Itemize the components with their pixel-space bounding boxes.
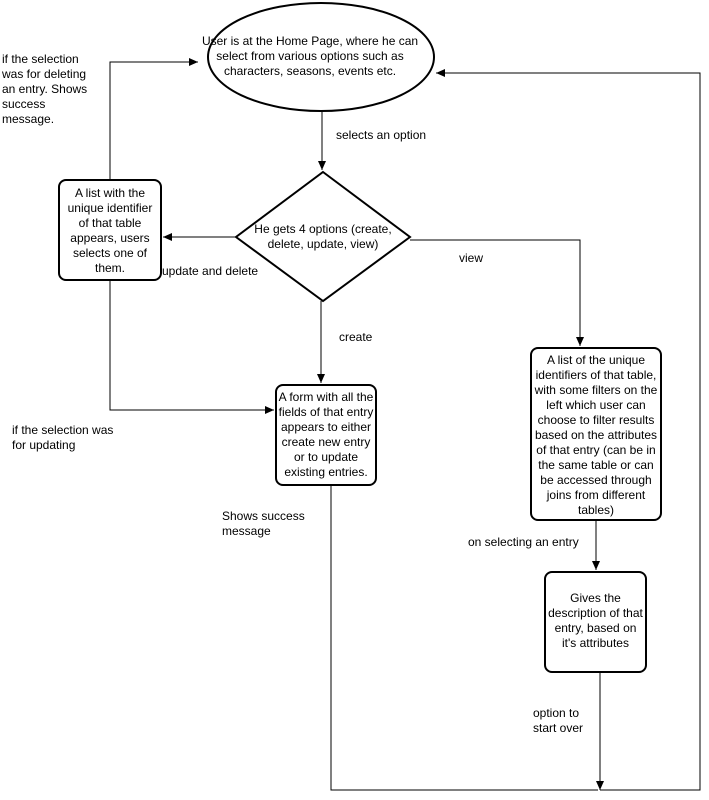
home-node-text: User is at the Home Page, where he can s… (201, 33, 419, 78)
label-update-delete: update and delete (162, 264, 259, 278)
label-start-over: option to start over (533, 706, 584, 735)
edge-options-to-view-list (410, 239, 584, 346)
edge-list-to-home (109, 58, 198, 180)
label-deleting-success: if the selection was for deleting an ent… (2, 52, 88, 126)
label-updating: if the selection was for updating (12, 423, 114, 452)
options-node-text: He gets 4 options (create, delete, updat… (254, 222, 392, 251)
home-ellipse (207, 2, 435, 112)
description-node-text: Gives the description of that entry, bas… (548, 591, 643, 650)
options-diamond (234, 170, 412, 303)
label-selects-option: selects an option (336, 128, 427, 142)
list-node-text: A list with the unique identifier of tha… (67, 186, 153, 275)
label-on-selecting: on selecting an entry (468, 535, 579, 549)
edge-form-to-bottom (330, 485, 598, 791)
label-view: view (459, 251, 484, 265)
view-list-node-text: A list of the unique identifiers of that… (534, 352, 658, 517)
edge-start-over-loop (436, 69, 701, 791)
form-box (275, 384, 377, 486)
edge-list-to-form (109, 280, 274, 414)
label-create: create (339, 330, 373, 344)
description-box (544, 571, 647, 673)
form-node-text: A form with all the fields of that entry… (278, 390, 374, 479)
label-form-success: Shows success message (222, 509, 305, 538)
